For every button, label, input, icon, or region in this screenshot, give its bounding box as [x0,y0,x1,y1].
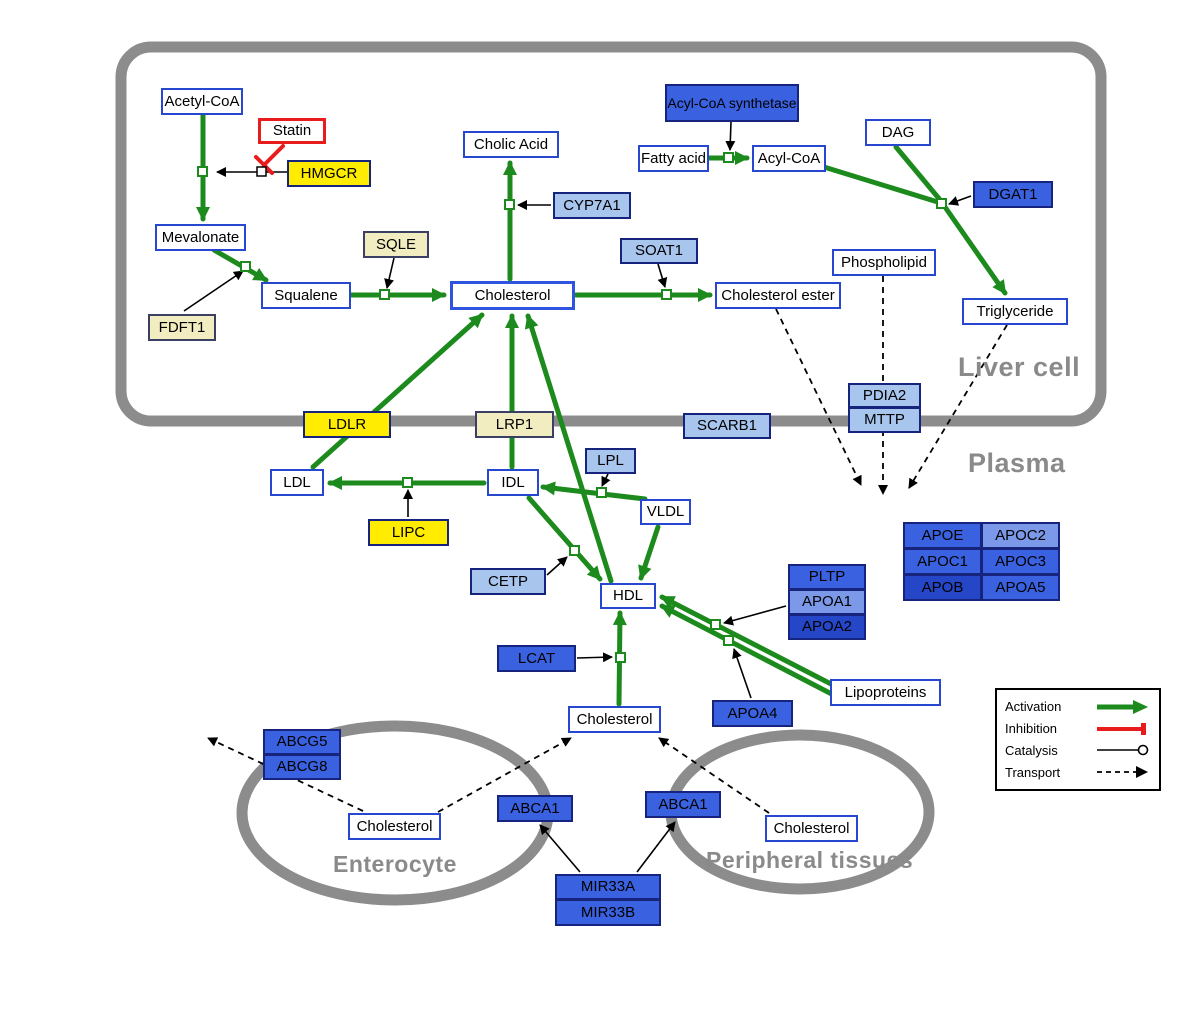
legend-inhibition-label: Inhibition [1005,721,1058,737]
node-pdia2[interactable]: PDIA2 [848,383,921,408]
node-dag[interactable]: DAG [865,119,931,146]
transport-edges [207,276,1008,814]
node-cholesterol-enterocyte[interactable]: Cholesterol [348,813,441,840]
node-lpl[interactable]: LPL [585,448,636,474]
peripheral-tissues-label: Peripheral tissues [706,847,914,873]
node-abcg5[interactable]: ABCG5 [263,729,341,755]
reaction-node-squares [197,152,947,663]
node-cholesterol-ester[interactable]: Cholesterol ester [715,282,841,309]
node-cholic-acid[interactable]: Cholic Acid [463,131,559,158]
enterocyte-label: Enterocyte [333,851,457,877]
node-lrp1[interactable]: LRP1 [475,411,554,438]
node-abca1-enterocyte[interactable]: ABCA1 [497,795,573,822]
node-apoe[interactable]: APOE [903,522,982,549]
node-apoc3[interactable]: APOC3 [981,548,1060,575]
node-abcg8[interactable]: ABCG8 [263,754,341,780]
node-acetyl-coa[interactable]: Acetyl-CoA [161,88,243,115]
node-cholesterol-peripheral[interactable]: Cholesterol [765,815,858,842]
liver-cell-membrane [115,41,1107,427]
node-fatty-acid[interactable]: Fatty acid [638,145,709,172]
node-apoa2[interactable]: APOA2 [788,614,866,640]
node-apoc2[interactable]: APOC2 [981,522,1060,549]
legend: Activation Inhibition Catalysis Transpor… [995,688,1161,791]
node-cyp7a1[interactable]: CYP7A1 [553,192,631,219]
legend-activation-label: Activation [1005,699,1062,715]
node-cholesterol-plasma[interactable]: Cholesterol [568,706,661,733]
node-hmgcr[interactable]: HMGCR [287,160,371,187]
node-lcat[interactable]: LCAT [497,645,576,672]
node-abca1-peripheral[interactable]: ABCA1 [645,791,721,818]
legend-catalysis-label: Catalysis [1005,742,1058,758]
node-idl[interactable]: IDL [487,469,539,496]
node-cetp[interactable]: CETP [470,568,546,595]
legend-row-activation: Activation [1005,696,1151,718]
node-apoa4[interactable]: APOA4 [712,700,793,727]
liver-cell-label: Liver cell [958,352,1081,382]
legend-row-transport: Transport [1005,761,1151,783]
node-cholesterol-liver[interactable]: Cholesterol [450,281,575,310]
legend-transport-label: Transport [1005,764,1061,780]
legend-row-inhibition: Inhibition [1005,718,1151,740]
catalysis-edges [183,121,972,873]
node-soat1[interactable]: SOAT1 [620,238,698,264]
node-triglyceride[interactable]: Triglyceride [962,298,1068,325]
node-squalene[interactable]: Squalene [261,282,351,309]
node-mevalonate[interactable]: Mevalonate [155,224,246,251]
node-acyl-coa-synthetase[interactable]: Acyl-CoA synthetase [665,84,799,122]
node-pltp[interactable]: PLTP [788,564,866,590]
node-statin[interactable]: Statin [258,118,326,144]
node-apoc1[interactable]: APOC1 [903,548,982,575]
node-scarb1[interactable]: SCARB1 [683,413,771,439]
node-ldlr[interactable]: LDLR [303,411,391,438]
node-mir33b[interactable]: MIR33B [555,899,661,926]
node-phospholipid[interactable]: Phospholipid [832,249,936,276]
node-lipoproteins[interactable]: Lipoproteins [830,679,941,706]
node-sqle[interactable]: SQLE [363,231,429,258]
node-apob[interactable]: APOB [903,574,982,601]
legend-row-catalysis: Catalysis [1005,740,1151,762]
node-apoa5[interactable]: APOA5 [981,574,1060,601]
node-vldl[interactable]: VLDL [640,499,691,525]
transport-dashed-arrow-icon [1097,766,1148,779]
activation-arrow-icon [1097,699,1148,714]
node-dgat1[interactable]: DGAT1 [973,181,1053,208]
node-acyl-coa[interactable]: Acyl-CoA [752,145,826,172]
node-mttp[interactable]: MTTP [848,407,921,433]
catalysis-circle-icon [1097,745,1149,756]
node-mir33a[interactable]: MIR33A [555,874,661,900]
node-lipc[interactable]: LIPC [368,519,449,546]
node-fdft1[interactable]: FDFT1 [148,314,216,341]
node-hdl[interactable]: HDL [600,583,656,609]
node-apoa1[interactable]: APOA1 [788,589,866,615]
node-ldl[interactable]: LDL [270,469,324,496]
inhibition-tbar-icon [1097,722,1146,735]
plasma-label: Plasma [968,448,1066,478]
inhibition-edge [254,144,285,175]
